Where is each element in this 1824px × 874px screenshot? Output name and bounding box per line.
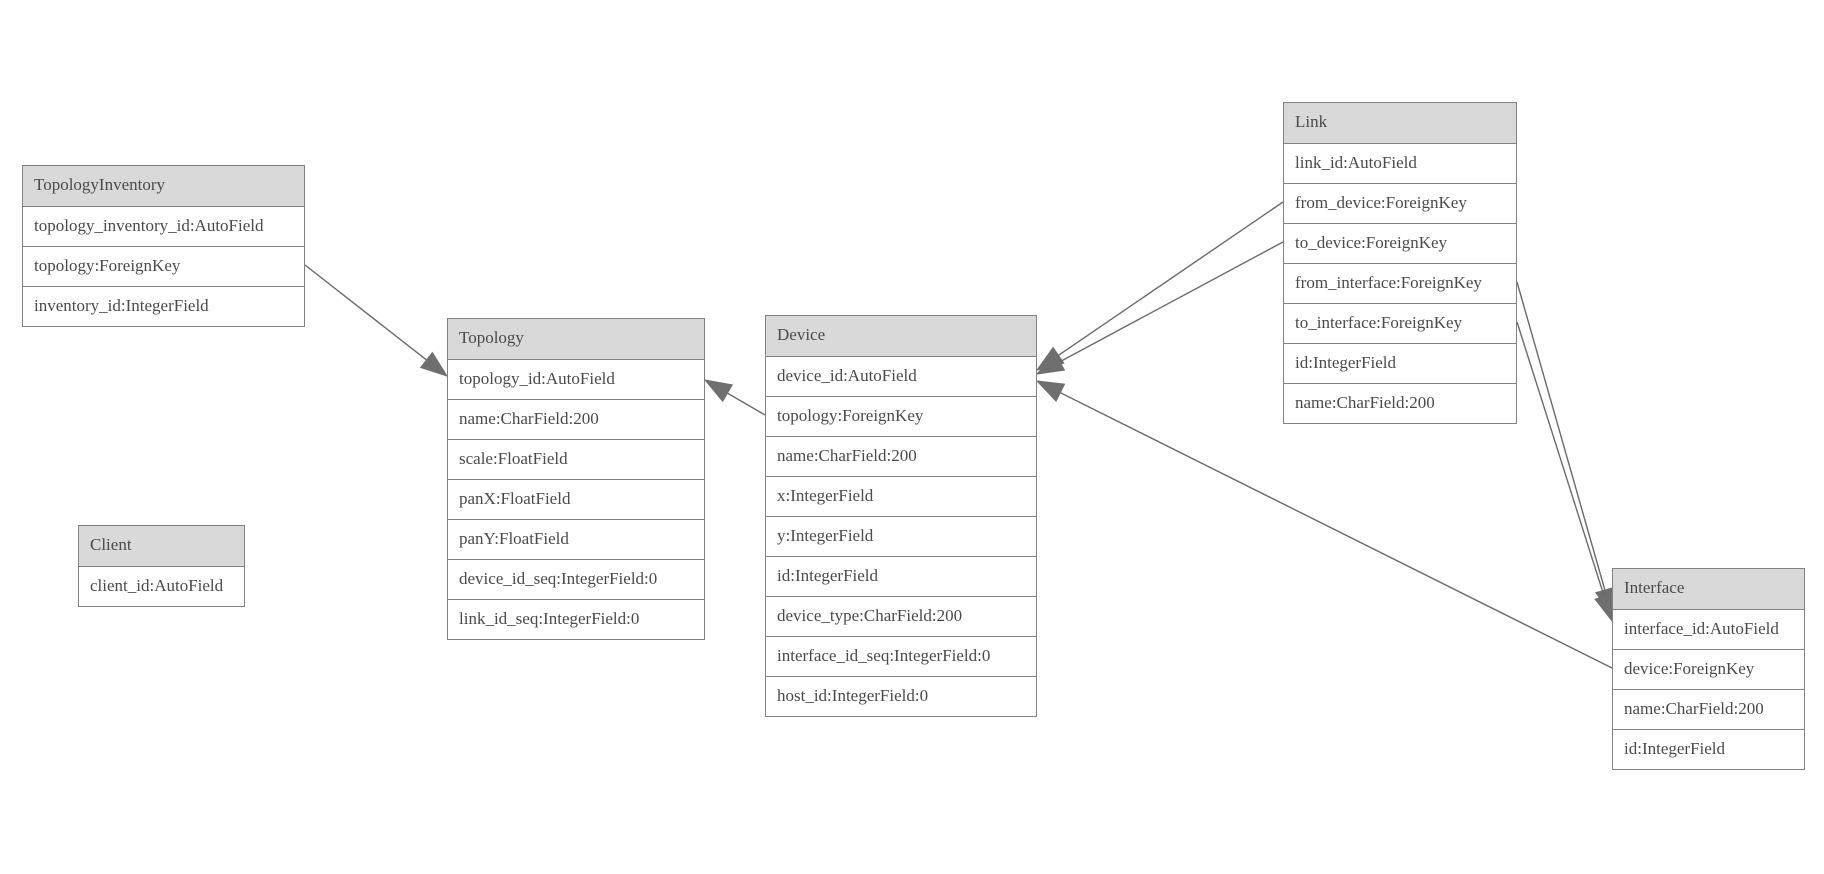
relation-arrowhead bbox=[1594, 592, 1614, 623]
relation-line bbox=[1516, 321, 1605, 597]
relation-arrowhead bbox=[703, 379, 734, 403]
relation-line bbox=[304, 264, 427, 361]
field-row-link-0: link_id:AutoField bbox=[1284, 143, 1516, 183]
field-row-topology-5: device_id_seq:IntegerField:0 bbox=[448, 559, 704, 599]
field-row-topology-6: link_id_seq:IntegerField:0 bbox=[448, 599, 704, 639]
table-title-link: Link bbox=[1284, 103, 1516, 143]
table-title-device: Device bbox=[766, 316, 1036, 356]
relation-device-topology-to-topology-id bbox=[703, 379, 766, 416]
field-row-interface-3: id:IntegerField bbox=[1613, 729, 1804, 769]
field-row-device-2: name:CharField:200 bbox=[766, 436, 1036, 476]
table-title-topology: Topology bbox=[448, 319, 704, 359]
relation-line bbox=[727, 392, 766, 416]
field-row-topologyinventory-2: inventory_id:IntegerField bbox=[23, 286, 304, 326]
field-row-topology-3: panX:FloatField bbox=[448, 479, 704, 519]
field-row-interface-0: interface_id:AutoField bbox=[1613, 609, 1804, 649]
field-row-link-4: to_interface:ForeignKey bbox=[1284, 303, 1516, 343]
field-row-link-3: from_interface:ForeignKey bbox=[1284, 263, 1516, 303]
field-row-device-8: host_id:IntegerField:0 bbox=[766, 676, 1036, 716]
field-row-interface-2: name:CharField:200 bbox=[1613, 689, 1804, 729]
field-row-device-0: device_id:AutoField bbox=[766, 356, 1036, 396]
relation-arrowhead bbox=[1035, 352, 1066, 375]
relation-line bbox=[1516, 281, 1606, 591]
relation-line bbox=[1059, 391, 1613, 669]
field-row-device-6: device_type:CharField:200 bbox=[766, 596, 1036, 636]
field-row-topology-0: topology_id:AutoField bbox=[448, 359, 704, 399]
field-row-interface-1: device:ForeignKey bbox=[1613, 649, 1804, 689]
field-row-link-1: from_device:ForeignKey bbox=[1284, 183, 1516, 223]
field-row-device-1: topology:ForeignKey bbox=[766, 396, 1036, 436]
field-row-topology-4: panY:FloatField bbox=[448, 519, 704, 559]
relation-link-to-interface-to-interface-id bbox=[1516, 321, 1614, 623]
relation-arrowhead bbox=[1035, 380, 1066, 402]
field-row-topologyinventory-0: topology_inventory_id:AutoField bbox=[23, 206, 304, 246]
table-title-client: Client bbox=[79, 526, 244, 566]
relation-line bbox=[1058, 201, 1284, 356]
field-row-device-5: id:IntegerField bbox=[766, 556, 1036, 596]
relation-link-from-device-to-device-id bbox=[1035, 201, 1284, 371]
field-row-link-2: to_device:ForeignKey bbox=[1284, 223, 1516, 263]
field-row-link-6: name:CharField:200 bbox=[1284, 383, 1516, 423]
relation-arrowhead bbox=[1035, 346, 1065, 371]
relation-link-from-interface-to-interface-id bbox=[1516, 281, 1615, 617]
table-title-interface: Interface bbox=[1613, 569, 1804, 609]
field-row-client-0: client_id:AutoField bbox=[79, 566, 244, 606]
table-title-topologyinventory: TopologyInventory bbox=[23, 166, 304, 206]
field-row-topology-2: scale:FloatField bbox=[448, 439, 704, 479]
field-row-link-5: id:IntegerField bbox=[1284, 343, 1516, 383]
field-row-device-3: x:IntegerField bbox=[766, 476, 1036, 516]
field-row-topologyinventory-1: topology:ForeignKey bbox=[23, 246, 304, 286]
relation-line bbox=[1059, 241, 1284, 363]
relation-arrowhead bbox=[419, 351, 449, 377]
field-row-device-4: y:IntegerField bbox=[766, 516, 1036, 556]
field-row-device-7: interface_id_seq:IntegerField:0 bbox=[766, 636, 1036, 676]
relation-interface-device-to-device-id bbox=[1035, 380, 1613, 669]
relation-topologyinventory-topology-to-topology-id bbox=[304, 264, 449, 377]
field-row-topology-1: name:CharField:200 bbox=[448, 399, 704, 439]
relation-link-to-device-to-device-id bbox=[1035, 241, 1284, 375]
